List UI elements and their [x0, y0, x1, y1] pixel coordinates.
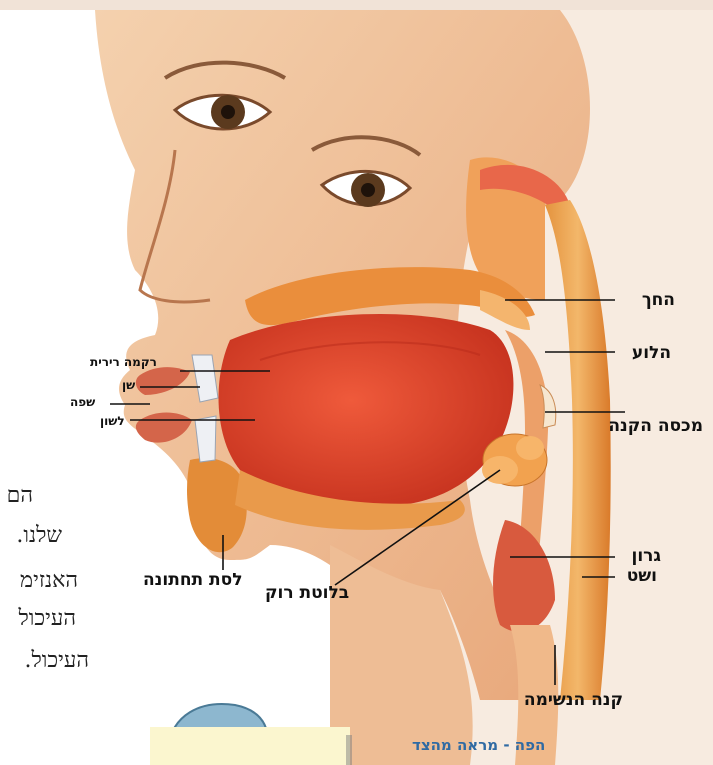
figure-caption: הפה - מראה מהצד	[412, 736, 545, 754]
label-tongue: לשון	[100, 415, 125, 427]
salivary-gland-shape	[482, 434, 547, 486]
body-text-line-4: העיכול	[18, 608, 76, 630]
label-larynx: גרון	[631, 548, 661, 565]
label-trachea: קנה הנשימה	[524, 692, 623, 709]
label-lower-jaw: לסת תחתונה	[143, 572, 243, 589]
label-epiglottis: מכסה הקנה	[608, 418, 703, 435]
body-text-line-2: שלנו.	[16, 525, 62, 547]
body-text-line-3: האנזימ	[20, 570, 78, 592]
body-text-line-5: העיכול.	[24, 650, 89, 672]
label-salivary-gland: בלוטת רוק	[265, 585, 349, 602]
top-strip	[0, 0, 713, 10]
label-palate: החך	[642, 292, 675, 309]
note-card	[150, 727, 350, 765]
label-mucosa: רקמה רירית	[90, 356, 157, 368]
note-card-shadow	[346, 735, 352, 765]
label-lip: שפה	[70, 396, 95, 408]
label-esophagus: ושט	[627, 568, 657, 585]
body-text-line-1: הם	[7, 485, 33, 507]
label-tooth: שן	[122, 379, 135, 391]
label-pharynx: הלוע	[632, 345, 671, 362]
